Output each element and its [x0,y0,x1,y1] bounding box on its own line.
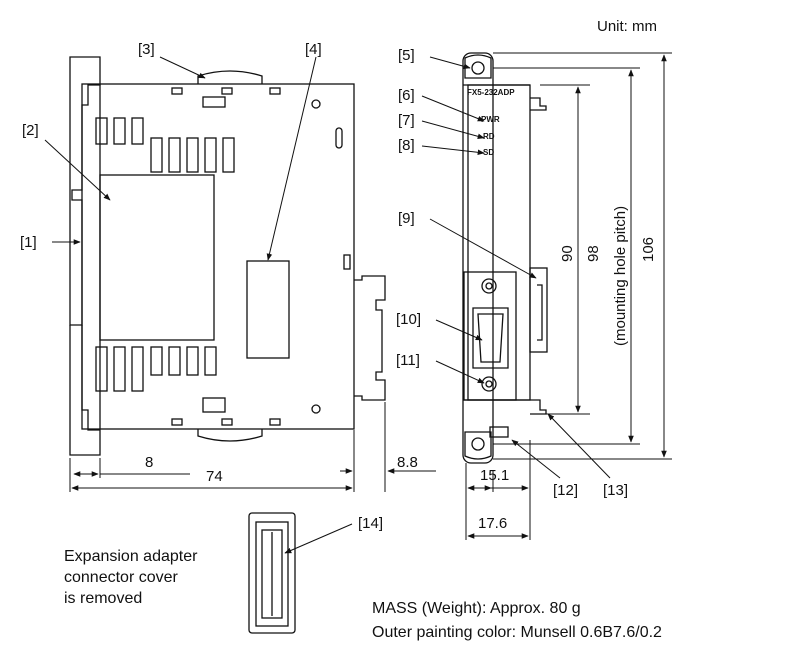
callout-1: [1] [20,234,37,251]
dim-17-6: 17.6 [478,515,508,532]
dim-8: 8 [145,454,154,471]
vent-slots-top [95,117,235,173]
cover-note-line-1: Expansion adapter [64,548,198,565]
cover-note-line-3: is removed [64,590,143,607]
callout-6: [6] [398,87,415,104]
callout-10: [10] [396,311,422,328]
callout-3: [3] [138,41,155,58]
callout-5: [5] [398,47,415,64]
side-view [462,52,548,464]
callout-4: [4] [305,41,322,58]
dim-74: 74 [206,468,223,485]
led-sd: SD [483,148,495,157]
mounting-pitch-label: (mounting hole pitch) [612,205,629,346]
led-pwr: PWR [481,115,500,124]
callout-14: [14] [358,515,384,532]
cover-note-line-2: connector cover [64,569,178,586]
dimension-lines [69,52,672,540]
callout-2: [2] [22,122,39,139]
callout-9: [9] [398,210,415,227]
dim-15-1: 15.1 [480,467,510,484]
vent-slots-bottom [95,346,217,392]
leader-lines [44,56,611,554]
dim-8-8: 8.8 [397,454,418,471]
unit-label: Unit: mm [597,18,657,35]
callout-13: [13] [603,482,629,499]
callout-7: [7] [398,112,415,129]
color-note: Outer painting color: Munsell 0.6B7.6/0.… [372,624,662,641]
dim-90: 90 [559,245,576,262]
dim-98: 98 [585,245,602,262]
callout-8: [8] [398,137,415,154]
cover-view [248,512,296,634]
model-label: FX5-232ADP [467,88,515,97]
dim-106: 106 [640,236,657,262]
mass-note: MASS (Weight): Approx. 80 g [372,600,581,617]
callout-12: [12] [553,482,579,499]
led-rd: RD [483,132,495,141]
callout-11: [11] [396,352,420,369]
front-view [69,56,386,456]
